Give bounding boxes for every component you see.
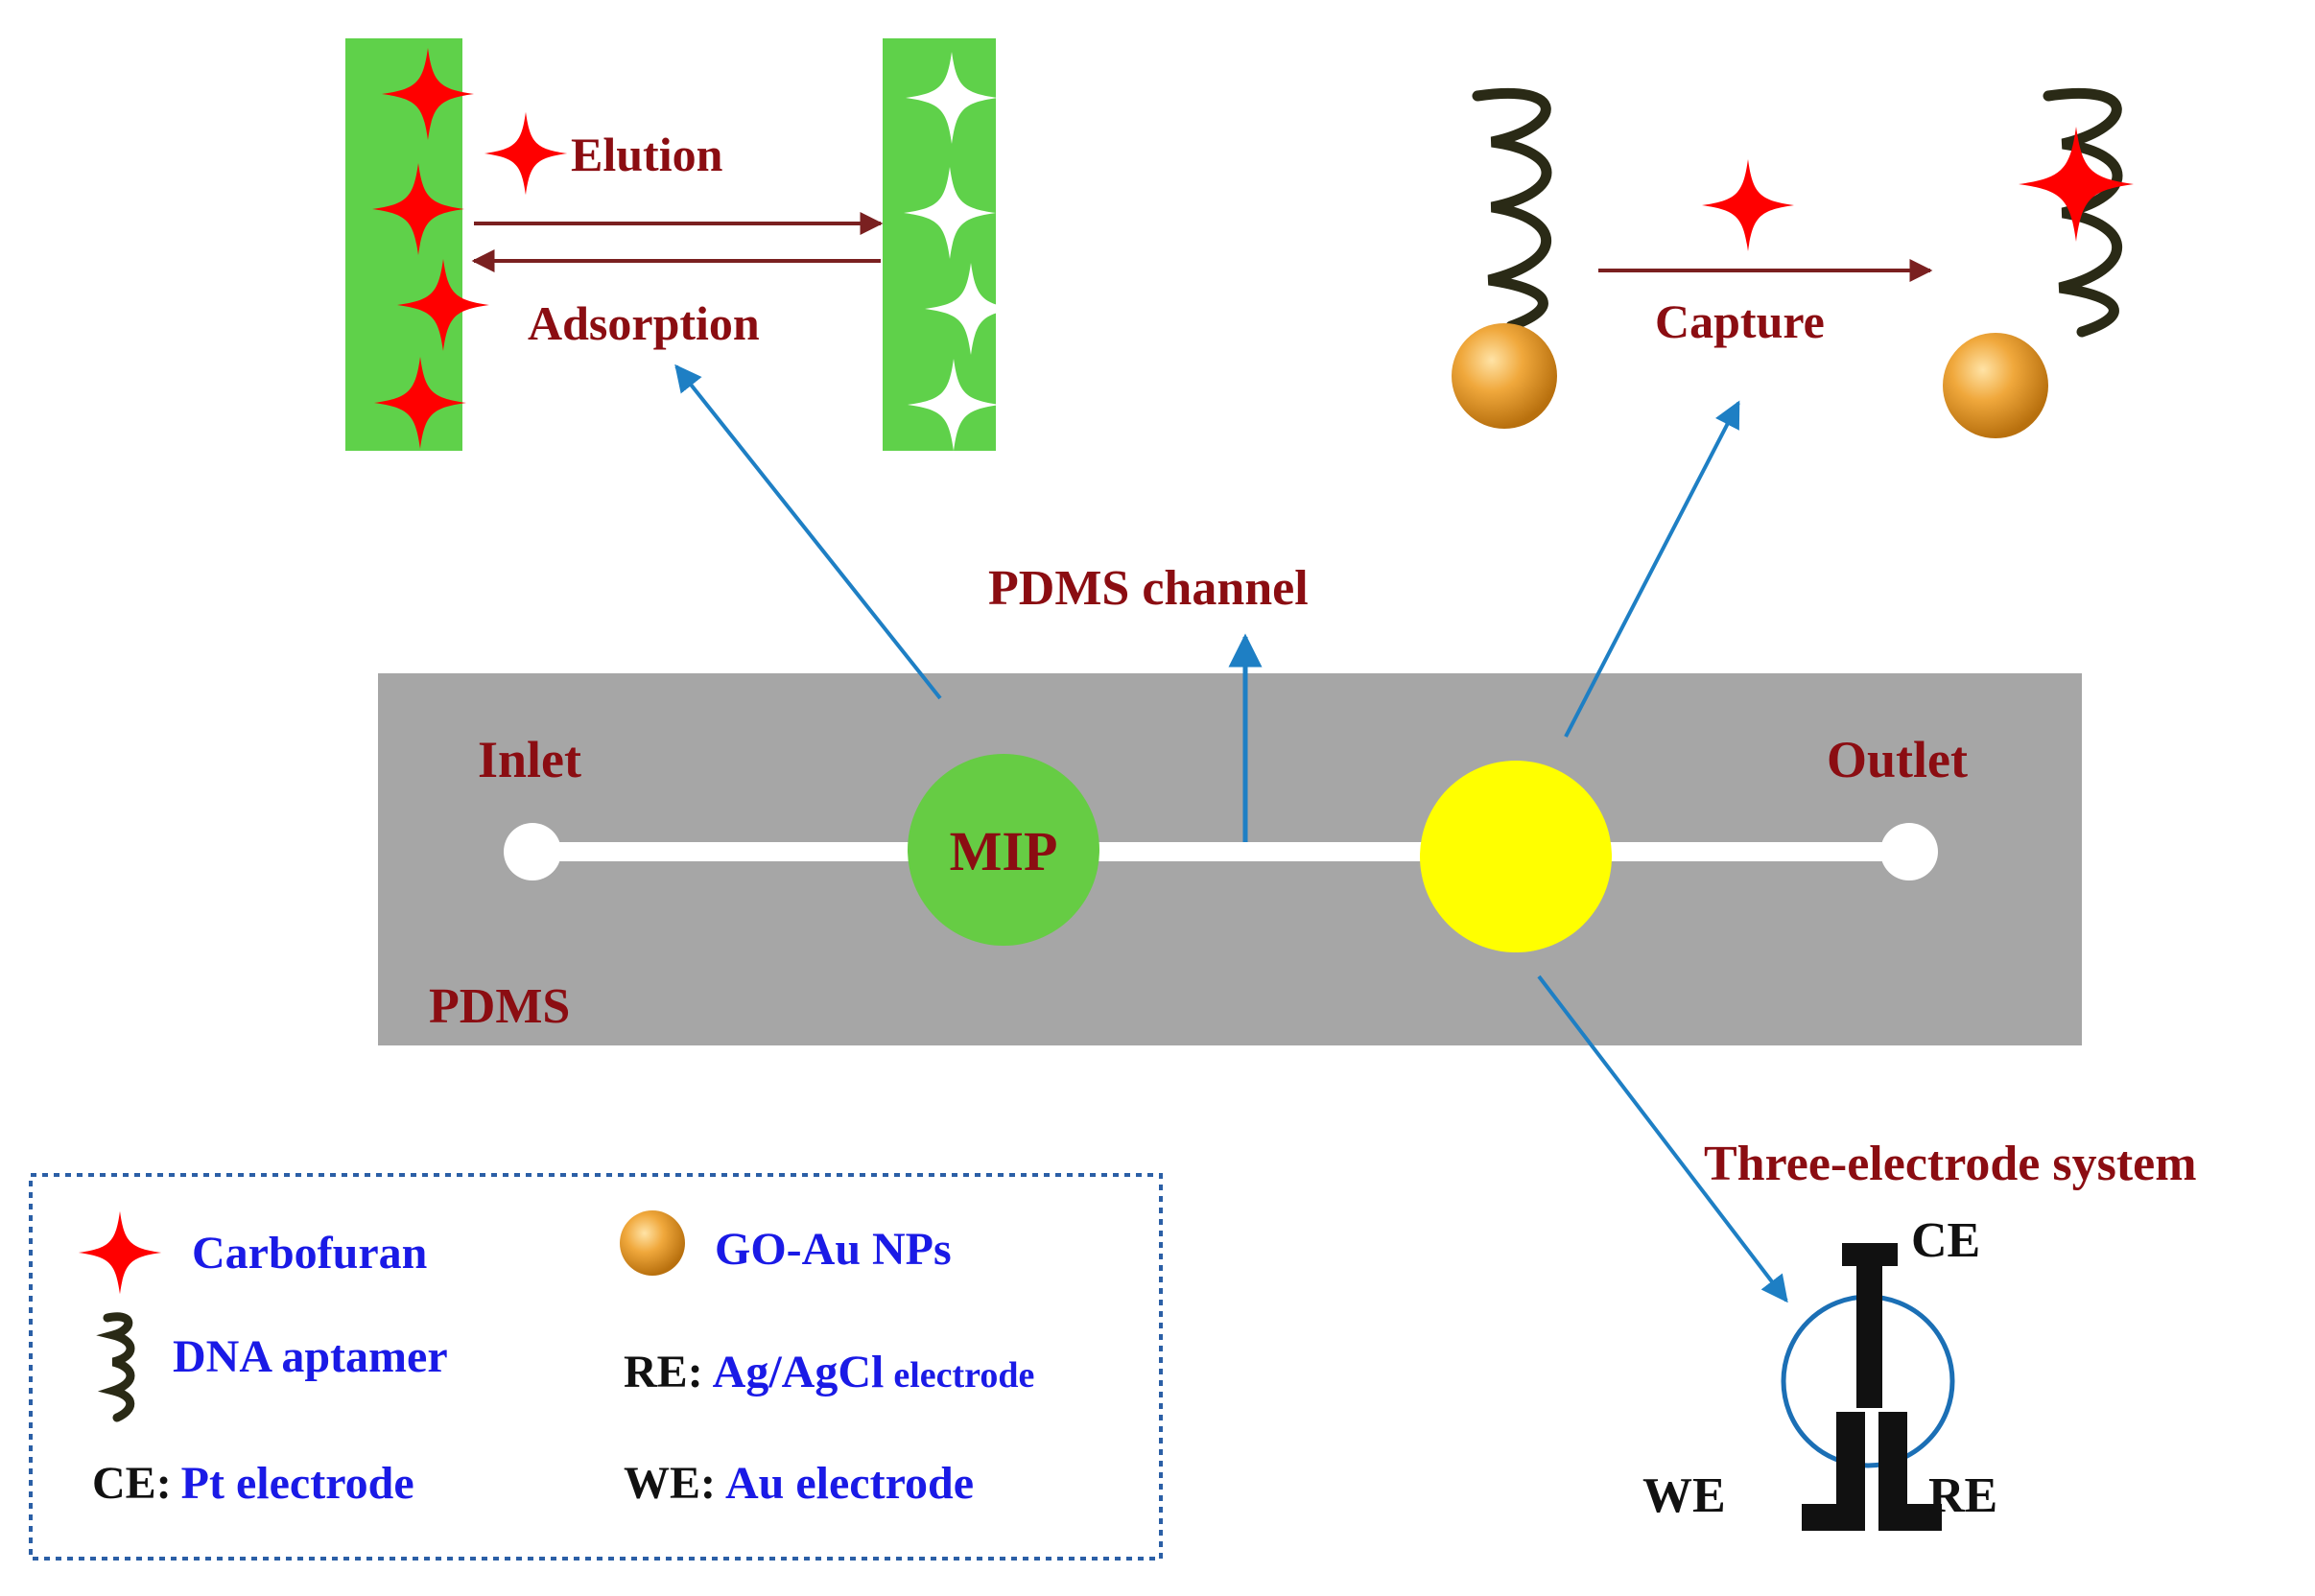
imprinted-polymer-filled	[345, 38, 462, 451]
dna-aptamer-icon	[1472, 87, 1552, 332]
chamber-to-electrodes-arrow	[1537, 974, 1788, 1303]
we-legend-entry: WE:Au electrode	[624, 1458, 974, 1509]
carbofuran-legend-label: Carbofuran	[192, 1228, 427, 1279]
inlet-port	[504, 823, 561, 880]
adsorption-label: Adsorption	[528, 296, 760, 350]
re-legend-colon: :	[688, 1347, 703, 1397]
pdms-label: PDMS	[429, 979, 570, 1034]
pdms-chip: Inlet Outlet MIP PDMS	[378, 673, 2082, 1045]
go-au-legend-label: GO-Au NPs	[715, 1224, 952, 1275]
three-electrode-system: Three-electrode system CE WE RE	[1642, 1137, 2197, 1531]
re-legend-value: Ag/AgCl	[713, 1347, 885, 1397]
connector-arrows	[674, 364, 1788, 1303]
go-au-legend-icon	[620, 1210, 685, 1276]
dna-aptamer-icon	[2043, 87, 2123, 338]
go-au-nanoparticle-icon	[1452, 323, 1557, 429]
dna-aptamer-legend-icon	[96, 1312, 135, 1422]
ce-legend-entry: CE:Pt electrode	[92, 1458, 414, 1509]
carbofuran-icon	[2019, 127, 2134, 242]
mip-label: MIP	[950, 820, 1058, 882]
outlet-port	[1880, 823, 1938, 880]
pdms-channel-label: PDMS channel	[988, 561, 1309, 616]
we-label: WE	[1642, 1468, 1726, 1523]
legend-border	[29, 1173, 1163, 1561]
working-electrode-foot	[1802, 1504, 1865, 1531]
go-au-nanoparticle-icon	[1943, 333, 2048, 438]
inlet-label: Inlet	[478, 731, 581, 788]
outlet-label: Outlet	[1827, 731, 1968, 788]
carbofuran-icon	[484, 111, 568, 196]
three-electrode-label: Three-electrode system	[1704, 1137, 2197, 1191]
ce-legend-value: Pt electrode	[181, 1458, 414, 1509]
re-label: RE	[1928, 1468, 1997, 1523]
capture-label: Capture	[1655, 294, 1825, 348]
aptamer-capture-panel: Capture	[1452, 87, 2134, 438]
counter-electrode	[1856, 1243, 1882, 1408]
we-legend-value: Au electrode	[725, 1458, 974, 1509]
ce-label: CE	[1911, 1213, 1980, 1268]
reference-electrode-foot	[1878, 1504, 1942, 1531]
mip-process-panel: Elution Adsorption	[345, 38, 1017, 451]
re-legend-key: RE	[624, 1347, 688, 1397]
ce-legend-key: CE	[92, 1458, 156, 1509]
carbofuran-legend-icon	[78, 1210, 162, 1295]
detection-chamber	[1420, 761, 1612, 952]
carbofuran-icon	[1702, 159, 1794, 251]
chamber-to-capture-arrow	[1564, 400, 1740, 738]
legend: Carbofuran GO-Au NPs DNA aptamer RE:Ag/A…	[29, 1173, 1163, 1561]
we-legend-colon: :	[700, 1458, 716, 1509]
we-legend-key: WE	[624, 1458, 700, 1509]
dna-aptamer-legend-label: DNA aptamer	[173, 1331, 448, 1382]
re-legend-value-small: electrode	[893, 1355, 1034, 1396]
ce-legend-colon: :	[156, 1458, 172, 1509]
mip-to-elution-arrow	[674, 364, 942, 700]
elution-label: Elution	[571, 128, 723, 181]
mip-chamber	[908, 754, 1099, 946]
